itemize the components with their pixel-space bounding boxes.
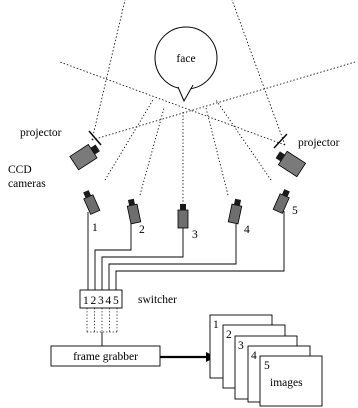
images-label: images <box>270 377 303 389</box>
face: face <box>154 26 218 103</box>
switcher-label: switcher <box>138 294 177 306</box>
switcher-outputs <box>86 308 118 333</box>
image-number: 4 <box>251 350 257 362</box>
projector-right-label: projector <box>298 137 340 149</box>
frame-grabber: frame grabber <box>50 345 161 367</box>
camera-sightlines <box>104 99 272 205</box>
frame-grabber-label: frame grabber <box>73 351 138 363</box>
switcher-input: 5 <box>113 295 119 307</box>
switcher-input: 1 <box>83 295 89 307</box>
image-stack <box>209 314 323 407</box>
projector-beams <box>59 0 356 146</box>
image-frame-5 <box>259 355 323 407</box>
camera-2 <box>126 198 142 225</box>
switcher-input: 3 <box>98 295 104 307</box>
camera-1 <box>83 190 101 215</box>
camera-number: 5 <box>292 205 298 217</box>
camera-4 <box>227 198 243 225</box>
camera-number: 2 <box>139 224 145 236</box>
switcher: 1 2 3 4 5 <box>79 289 123 309</box>
image-number: 5 <box>264 360 270 372</box>
ccd-label-line1: CCD <box>8 164 32 176</box>
switcher-input: 4 <box>106 295 112 307</box>
camera-cables <box>87 211 285 290</box>
camera-number: 1 <box>92 222 98 234</box>
projector-left <box>69 130 102 171</box>
camera-5 <box>272 189 290 214</box>
face-label: face <box>176 53 195 65</box>
image-number: 1 <box>213 319 219 331</box>
projector-right <box>273 133 307 178</box>
camera-number: 3 <box>192 229 198 241</box>
ccd-label-line2: cameras <box>8 178 46 190</box>
projector-left-label: projector <box>20 127 62 139</box>
image-number: 2 <box>226 329 232 341</box>
camera-3 <box>177 204 189 229</box>
image-number: 3 <box>238 340 244 352</box>
camera-number: 4 <box>244 224 250 236</box>
grabber-output-arrow <box>160 352 216 362</box>
switcher-input: 2 <box>91 295 97 307</box>
